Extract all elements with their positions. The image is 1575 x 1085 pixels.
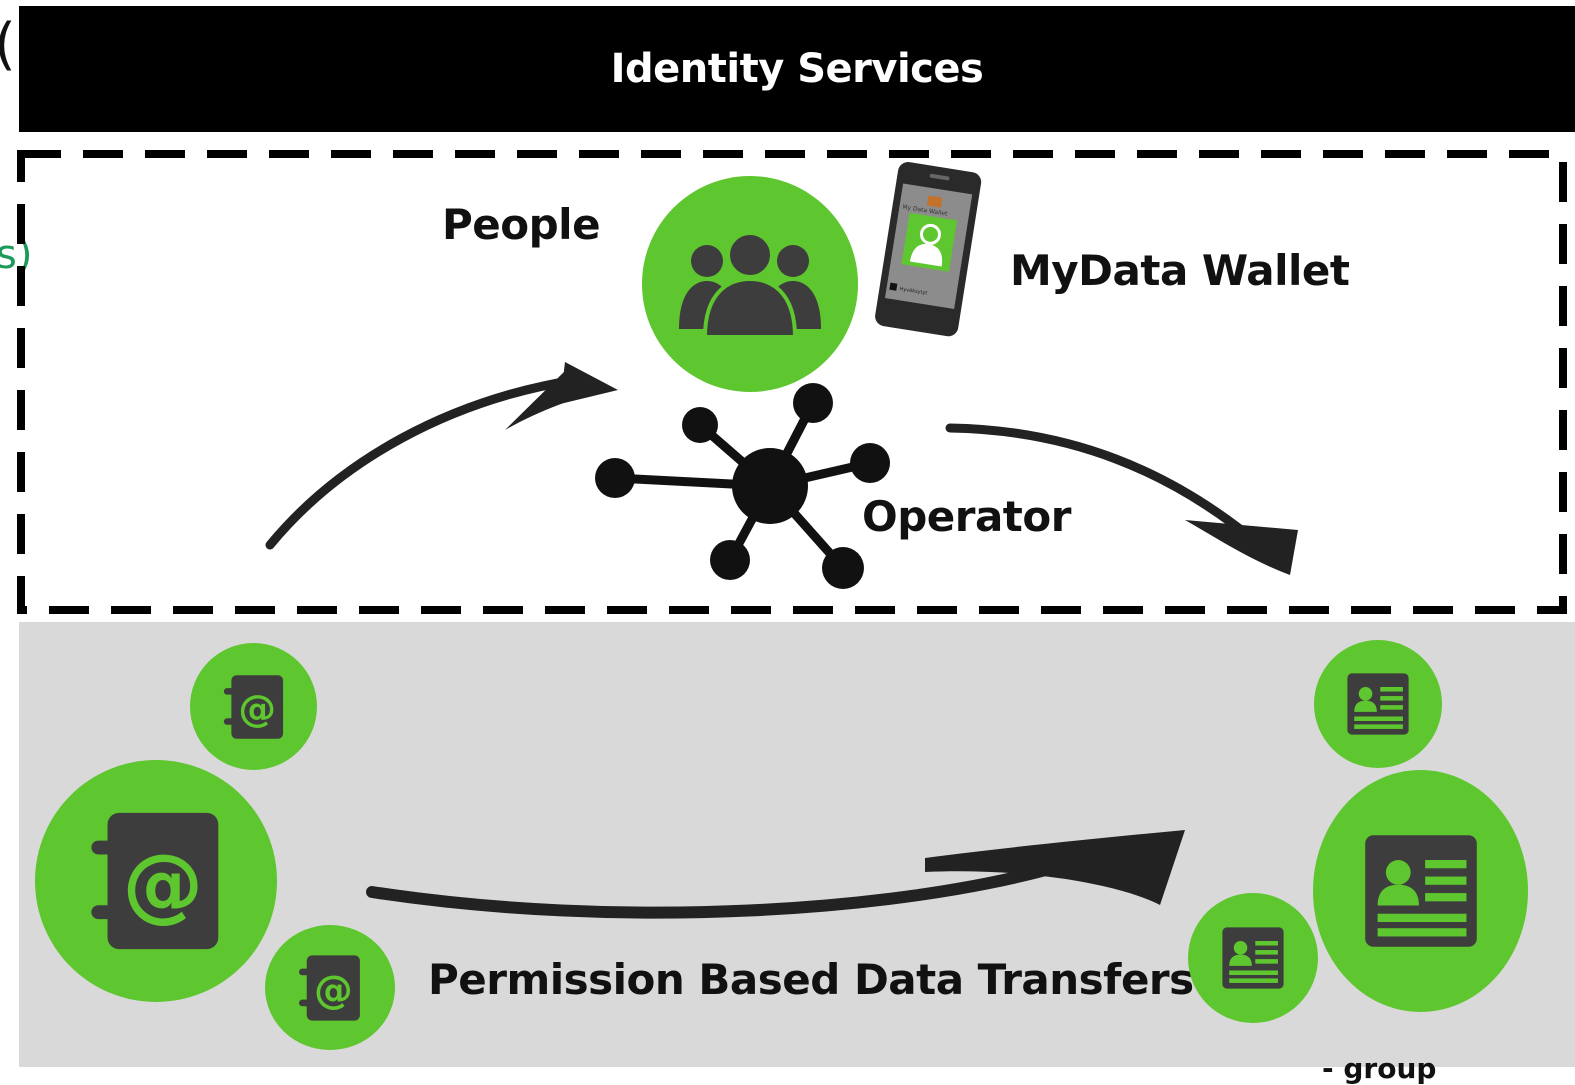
svg-text:@: @ [238, 686, 276, 730]
phone-footer-text: Hyväksytyt [899, 286, 928, 296]
cropped-green-fragment: s) [0, 232, 33, 278]
address-book-icon: @ [91, 812, 219, 950]
id-card-icon [1364, 835, 1477, 947]
recipient-circle-large [1313, 770, 1528, 1012]
source-circle-bottom: @ [265, 925, 395, 1050]
arrow-in [265, 362, 618, 550]
recipient-circle-small [1188, 893, 1318, 1023]
smartphone-icon: My Data Wallet Hyväksytyt [875, 162, 982, 337]
svg-text:@: @ [123, 838, 204, 932]
cropped-footer-fragment: - group [1322, 1052, 1437, 1085]
id-card-icon [1347, 673, 1409, 735]
address-book-icon: @ [298, 954, 360, 1021]
source-circle-top: @ [190, 643, 317, 770]
identity-services-header: Identity Services [19, 6, 1575, 132]
people-group-icon [679, 231, 821, 339]
wallet-label: MyData Wallet [1010, 246, 1350, 295]
people-label: People [442, 200, 601, 249]
network-hub-icon [595, 383, 890, 589]
source-circle-large: @ [35, 760, 277, 1002]
operator-label: Operator [862, 492, 1071, 541]
transfers-label: Permission Based Data Transfers [428, 955, 1194, 1004]
people-circle [642, 176, 858, 392]
flow-arrows [265, 362, 1298, 575]
address-book-icon: @ [223, 674, 283, 739]
header-title: Identity Services [610, 46, 984, 92]
arrow-out [945, 423, 1298, 575]
identity-frame [17, 150, 1567, 614]
svg-text:@: @ [314, 967, 353, 1012]
recipient-circle-top [1314, 640, 1442, 768]
id-card-icon [1222, 927, 1284, 989]
